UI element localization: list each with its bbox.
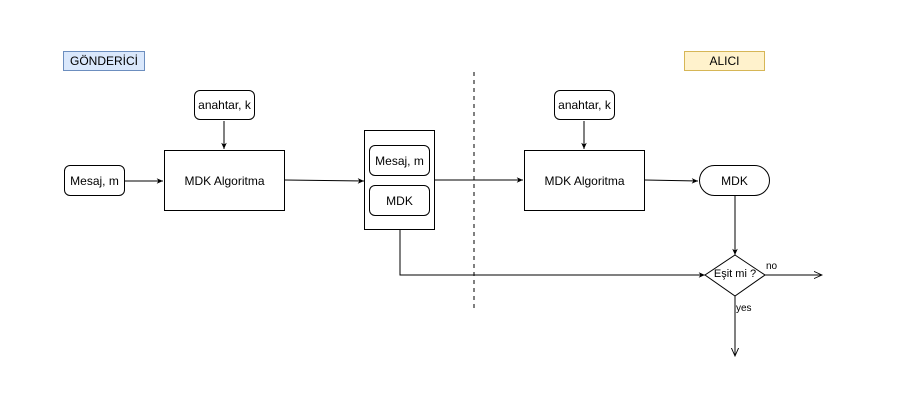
channel-mac-label: MDK: [386, 193, 413, 208]
arrow-channel-mac-to-decision: [399, 216, 705, 278]
sender-tag: GÖNDERİCİ: [63, 51, 145, 71]
algorithm-label-right: MDK Algoritma: [544, 173, 625, 188]
receiver-label: ALICI: [709, 54, 740, 68]
algorithm-label-left: MDK Algoritma: [184, 173, 265, 188]
arrow-algorithm-to-mac: [644, 178, 699, 184]
key-box-left: anahtar, k: [194, 90, 255, 120]
sender-label: GÖNDERİCİ: [69, 54, 138, 68]
receiver-tag: ALICI: [684, 51, 765, 71]
message-label: Mesaj, m: [70, 173, 119, 188]
computed-mac-box: MDK: [699, 165, 770, 196]
key-label-right: anahtar, k: [558, 98, 611, 112]
message-box: Mesaj, m: [64, 165, 125, 196]
key-box-right: anahtar, k: [554, 90, 615, 120]
channel-mac-box: MDK: [369, 185, 430, 216]
decision-label: Eşit mi ?: [713, 268, 757, 280]
arrow-algorithm-to-channel: [284, 178, 365, 184]
no-label: no: [766, 261, 778, 272]
decision-diamond: [704, 254, 766, 297]
key-label-left: anahtar, k: [198, 98, 251, 112]
channel-message-label: Mesaj, m: [375, 153, 424, 168]
yes-label: yes: [736, 303, 752, 314]
computed-mac-label: MDK: [721, 173, 748, 188]
algorithm-box-right: MDK Algoritma: [524, 150, 645, 211]
algorithm-box-left: MDK Algoritma: [164, 150, 285, 211]
channel-message-box: Mesaj, m: [369, 145, 430, 176]
